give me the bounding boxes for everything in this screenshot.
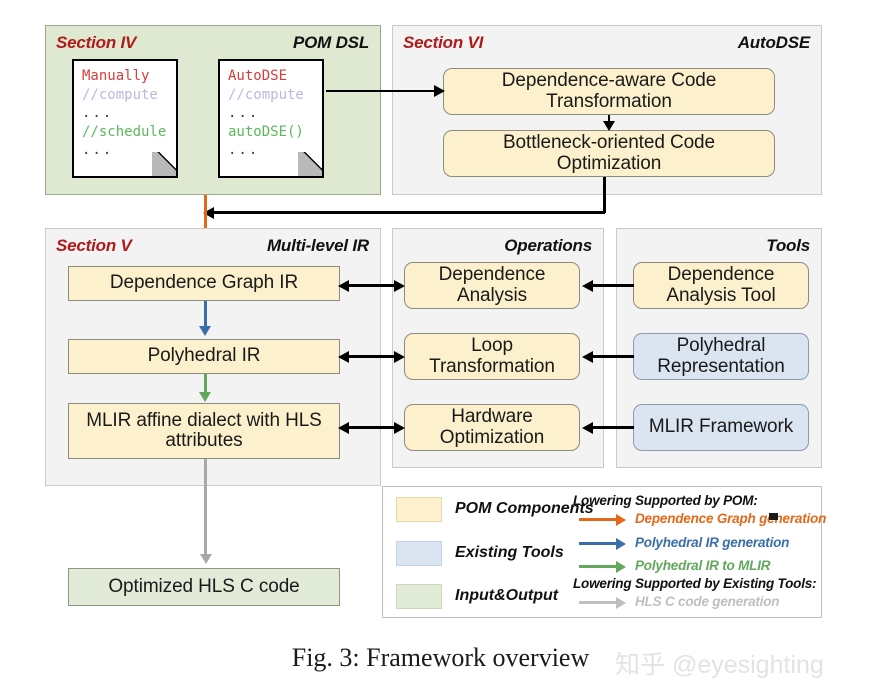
- arrowhead-left: [582, 280, 593, 292]
- legend-label-existing-tools: Existing Tools: [455, 544, 564, 561]
- arrowhead-right: [394, 422, 405, 434]
- code-line: ...: [228, 142, 260, 159]
- legend-label-input-output: Input&Output: [455, 587, 559, 604]
- section-vi-title: AutoDSE: [737, 33, 810, 52]
- code-line: Manually: [82, 68, 150, 84]
- legend-arrow-polyhedral-ir: [579, 537, 626, 550]
- connector-green-polyhedral-to-mlir: [203, 374, 207, 396]
- connector-autodse-feedback-vertical: [603, 177, 606, 213]
- legend-arrow-dependence-graph: [579, 513, 626, 526]
- code-line: //compute: [82, 86, 158, 103]
- page-fold-icon: [152, 152, 176, 176]
- legend-label-dependence-graph: Dependence Graph generation: [635, 511, 827, 526]
- connector-ir-ops-row3: [348, 426, 396, 429]
- mouse-cursor-artifact: [769, 513, 778, 520]
- node-polyhedral-representation[interactable]: Polyhedral Representation: [633, 333, 809, 380]
- legend-arrow-hls-c-code: [579, 597, 626, 608]
- tools-title: Tools: [766, 236, 810, 255]
- caption-text: Fig. 3: Framework overview: [291, 643, 590, 672]
- connector-tools-ops-row3: [592, 426, 634, 429]
- section-v-label: Section V: [56, 236, 132, 255]
- connector-transformation-to-optimization: [607, 115, 610, 125]
- node-mlir-framework[interactable]: MLIR Framework: [633, 404, 809, 451]
- connector-ir-ops-row2: [348, 355, 396, 358]
- legend-label-polyhedral-to-mlir: Polyhedral IR to MLIR: [635, 558, 771, 573]
- arrowhead-down-blue: [199, 326, 211, 336]
- arrowhead-down-green: [199, 392, 211, 402]
- arrowhead-left: [338, 422, 349, 434]
- node-dependence-analysis[interactable]: Dependence Analysis: [404, 262, 580, 309]
- legend-heading-existing-tools: Lowering Supported by Existing Tools:: [573, 576, 817, 591]
- node-mlir-affine-dialect[interactable]: MLIR affine dialect with HLS attributes: [68, 403, 340, 459]
- autodse-code-card: AutoDSE //compute ... autoDSE() ...: [218, 59, 324, 178]
- code-line: ...: [82, 142, 114, 159]
- node-dependence-analysis-tool[interactable]: Dependence Analysis Tool: [633, 262, 809, 309]
- arrowhead-left: [582, 351, 593, 363]
- legend-panel: POM Components Existing Tools Input&Outp…: [382, 486, 826, 618]
- code-line: AutoDSE: [228, 68, 288, 84]
- code-line: //compute: [228, 86, 304, 103]
- legend-swatch-input-output: [396, 584, 442, 609]
- code-line: ...: [228, 105, 260, 122]
- connector-dsl-to-autodse: [326, 89, 436, 92]
- page-fold-icon: [298, 152, 322, 176]
- arrowhead-down-grey: [199, 554, 212, 564]
- node-loop-transformation[interactable]: Loop Transformation: [404, 333, 580, 380]
- arrowhead-left: [203, 207, 214, 219]
- arrowhead-left: [338, 280, 349, 292]
- section-v-title: Multi-level IR: [266, 236, 369, 255]
- code-line: autoDSE(): [228, 123, 304, 140]
- connector-tools-ops-row1: [592, 284, 634, 287]
- legend-label-polyhedral-ir: Polyhedral IR generation: [635, 535, 790, 550]
- section-iv-label: Section IV: [56, 33, 137, 52]
- arrowhead-left: [338, 351, 349, 363]
- legend-swatch-pom: [396, 497, 442, 522]
- legend-label-pom: POM Components: [455, 500, 594, 517]
- connector-autodse-feedback-horizontal: [213, 211, 605, 214]
- arrowhead-right: [394, 280, 405, 292]
- manually-code-card: Manually //compute ... //schedule ...: [72, 59, 178, 178]
- arrowhead-down: [603, 121, 615, 131]
- connector-blue-dgir-to-polyhedral: [203, 301, 207, 329]
- node-dependence-aware-code-transformation[interactable]: Dependence-aware Code Transformation: [443, 68, 775, 115]
- node-optimized-hls-c-code[interactable]: Optimized HLS C code: [68, 568, 340, 606]
- node-bottleneck-oriented-code-optimization[interactable]: Bottleneck-oriented Code Optimization: [443, 130, 775, 177]
- operations-title: Operations: [504, 236, 592, 255]
- watermark: 知乎 @eyesighting: [615, 651, 824, 679]
- connector-ir-ops-row1: [348, 284, 396, 287]
- section-vi-label: Section VI: [403, 33, 484, 52]
- figure-caption: Fig. 3: Framework overview: [0, 643, 881, 673]
- legend-arrow-polyhedral-to-mlir: [579, 561, 626, 572]
- code-line: ...: [82, 105, 114, 122]
- legend-label-hls-c-code: HLS C code generation: [635, 594, 780, 609]
- connector-grey-mlir-to-output: [204, 459, 207, 559]
- arrowhead-left: [582, 422, 593, 434]
- arrowhead-right: [434, 84, 445, 97]
- connector-tools-ops-row2: [592, 355, 634, 358]
- code-line: //schedule: [82, 123, 167, 140]
- node-hardware-optimization[interactable]: Hardware Optimization: [404, 404, 580, 451]
- section-iv-title: POM DSL: [292, 33, 369, 52]
- arrowhead-right: [394, 351, 405, 363]
- node-polyhedral-ir[interactable]: Polyhedral IR: [68, 339, 340, 374]
- legend-heading-pom: Lowering Supported by POM:: [573, 493, 758, 508]
- node-dependence-graph-ir[interactable]: Dependence Graph IR: [68, 266, 340, 301]
- legend-swatch-existing-tools: [396, 541, 442, 566]
